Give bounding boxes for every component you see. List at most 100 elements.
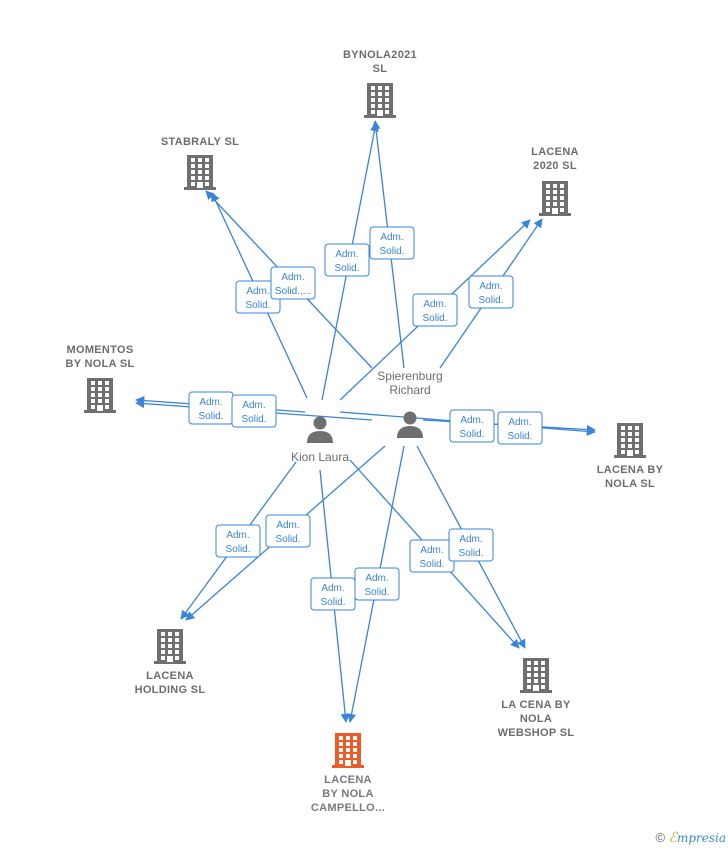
relation-badge-text: Adm. bbox=[423, 299, 446, 310]
relation-badge-spier-momentos[interactable]: Adm. Solid. bbox=[231, 394, 277, 428]
relation-badge-text: Solid. bbox=[459, 429, 484, 440]
relation-badge-box bbox=[369, 226, 415, 260]
relation-badge-kion-lacenabynola[interactable]: Adm. Solid. bbox=[449, 409, 495, 443]
node-label: MOMENTOS bbox=[67, 344, 134, 356]
node-label: LACENA BY bbox=[597, 464, 664, 476]
node-label: LA CENA BY bbox=[501, 699, 571, 711]
company-node-campello[interactable]: LACENA BY NOLA CAMPELLO... bbox=[311, 733, 385, 814]
relation-badge-text: Solid. bbox=[507, 431, 532, 442]
node-label: SL bbox=[373, 63, 388, 75]
relation-badge-text: Solid. bbox=[198, 411, 223, 422]
relation-badge-box bbox=[324, 243, 370, 277]
relation-badge-spier-lacenabynola[interactable]: Adm. Solid. bbox=[497, 411, 543, 445]
relation-badge-text: Solid. bbox=[379, 246, 404, 257]
relation-badge-kion-bynola2021[interactable]: Adm.Solid. bbox=[324, 243, 370, 277]
relation-badge-text: Solid. bbox=[419, 559, 444, 570]
relation-badge-text: Solid. bbox=[245, 300, 270, 311]
relation-badge-text: Adm. bbox=[246, 286, 269, 297]
relation-badge-text: Adm. bbox=[281, 272, 304, 283]
relation-badge-kion-stabraly[interactable]: Adm. Solid. bbox=[235, 280, 281, 314]
node-label: BYNOLA2021 bbox=[343, 49, 417, 61]
relation-badge-text: Adm. bbox=[276, 520, 299, 531]
relation-badge-text: Solid. bbox=[458, 548, 483, 559]
relation-badge-spier-lacenawebshop[interactable]: Adm.Solid. bbox=[448, 528, 494, 562]
empresia-logo-text: mpresia bbox=[676, 831, 726, 845]
relation-badge-text: Solid. bbox=[241, 414, 266, 425]
building-icon bbox=[184, 155, 216, 190]
node-label: Richard bbox=[389, 383, 430, 397]
relation-badge-text: Adm. bbox=[479, 281, 502, 292]
relation-badge-text: Adm. bbox=[508, 417, 531, 428]
relation-badge-text: Solid. bbox=[478, 295, 503, 306]
node-label: STABRALY SL bbox=[161, 136, 239, 148]
node-label: Kion Laura bbox=[291, 450, 349, 464]
relation-badge-kion-lacena2020[interactable]: Adm. Solid. bbox=[412, 293, 458, 327]
relation-badge-text: Adm. bbox=[335, 249, 358, 260]
relation-badge-text: Adm. bbox=[380, 232, 403, 243]
company-node-lacenabynola[interactable]: LACENA BY NOLA SL bbox=[597, 423, 664, 490]
relation-badge-kion-campello[interactable]: Adm.Solid. bbox=[310, 577, 356, 611]
relation-badge-box bbox=[354, 567, 400, 601]
relation-badge-text: Adm. bbox=[365, 573, 388, 584]
relation-badge-text: Solid. bbox=[320, 597, 345, 608]
node-label: WEBSHOP SL bbox=[498, 727, 575, 739]
node-label: BY NOLA bbox=[322, 788, 373, 800]
relation-badge-spier-lacena2020[interactable]: Adm. Solid. bbox=[468, 275, 514, 309]
relation-badge-box bbox=[468, 275, 514, 309]
building-icon bbox=[364, 83, 396, 118]
building-icon bbox=[84, 378, 116, 413]
relation-badge-spier-bynola2021[interactable]: Adm. Solid. bbox=[369, 226, 415, 260]
relation-labels-layer: Adm.Solid.Adm.Solid.Adm.Solid.Adm.Solid.… bbox=[188, 226, 543, 611]
relation-badge-box bbox=[449, 409, 495, 443]
copyright-symbol: © bbox=[655, 830, 666, 845]
building-icon bbox=[332, 733, 364, 768]
building-icon bbox=[614, 423, 646, 458]
relation-badge-box bbox=[270, 266, 316, 300]
relation-badge-kion-lacenaholding[interactable]: Adm.Solid. bbox=[215, 524, 261, 558]
relation-badge-text: Adm. bbox=[420, 545, 443, 556]
person-icon bbox=[307, 416, 333, 443]
node-label: LACENA bbox=[146, 670, 194, 682]
node-label: HOLDING SL bbox=[135, 684, 206, 696]
relation-badge-box bbox=[265, 514, 311, 548]
company-node-lacenaholding[interactable]: LACENA HOLDING SL bbox=[135, 629, 206, 696]
relation-badge-box bbox=[412, 293, 458, 327]
relation-badge-text: Solid. bbox=[364, 587, 389, 598]
empresia-watermark[interactable]: © ℰmpresia bbox=[656, 830, 726, 846]
building-icon bbox=[539, 181, 571, 216]
node-label: Spierenburg bbox=[377, 369, 442, 383]
person-node-kion[interactable]: Kion Laura bbox=[291, 416, 349, 465]
relation-badge-spier-campello[interactable]: Adm. Solid. bbox=[354, 567, 400, 601]
node-label: 2020 SL bbox=[533, 160, 577, 172]
empresia-logo-e: ℰ bbox=[668, 830, 677, 846]
relation-badge-text: Adm. bbox=[199, 397, 222, 408]
relation-badge-box bbox=[215, 524, 261, 558]
node-label: LACENA bbox=[531, 146, 579, 158]
node-label: BY NOLA SL bbox=[65, 358, 134, 370]
relation-badge-text: Solid. bbox=[275, 534, 300, 545]
building-icon bbox=[154, 629, 186, 664]
relation-badge-text: Adm. bbox=[460, 415, 483, 426]
relation-badge-kion-lacenawebshop[interactable]: Adm. Solid. bbox=[409, 539, 455, 573]
relation-badge-spier-lacenaholding[interactable]: Adm. Solid. bbox=[265, 514, 311, 548]
person-icon bbox=[397, 411, 423, 438]
relation-badge-kion-momentos[interactable]: Adm. Solid. bbox=[188, 391, 234, 425]
company-node-momentos[interactable]: MOMENTOS BY NOLA SL bbox=[65, 344, 134, 413]
relation-badge-text: Solid. bbox=[422, 313, 447, 324]
relation-badge-text: Adm. bbox=[242, 400, 265, 411]
company-node-lacena2020[interactable]: LACENA 2020 SL bbox=[531, 146, 579, 216]
node-label: CAMPELLO... bbox=[311, 802, 385, 814]
company-node-stabraly[interactable]: STABRALY SL bbox=[161, 136, 239, 190]
building-icon bbox=[520, 658, 552, 693]
relation-badge-box bbox=[497, 411, 543, 445]
node-label: LACENA bbox=[324, 774, 372, 786]
relation-badge-box bbox=[448, 528, 494, 562]
node-label: NOLA SL bbox=[605, 478, 655, 490]
relation-badge-box bbox=[231, 394, 277, 428]
relation-badge-spier-stabraly[interactable]: Adm.Solid.,... bbox=[270, 266, 316, 300]
